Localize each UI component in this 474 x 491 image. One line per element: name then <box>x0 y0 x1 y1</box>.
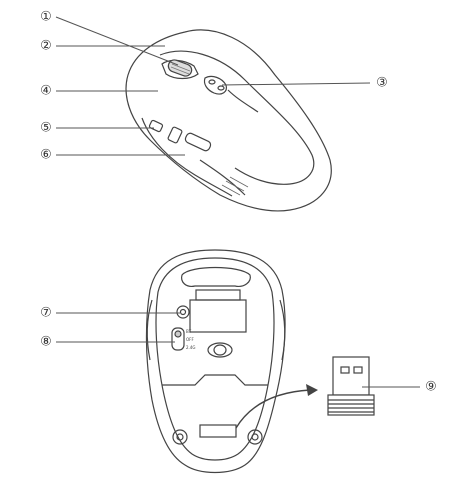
arrow-head <box>306 384 318 396</box>
bottom-inner-outline <box>155 257 275 461</box>
switch-label-24g: 2.4G <box>186 345 195 350</box>
leader-lines <box>55 16 420 388</box>
callout-4: ④ <box>40 84 52 99</box>
receiver-storage-slot <box>199 424 237 438</box>
side-button-back[interactable] <box>148 119 164 133</box>
mouse-body-outline <box>125 29 332 212</box>
switch-label-bt: BT <box>186 329 192 334</box>
callout-1: ① <box>40 10 52 25</box>
mouse-side-curve <box>199 159 246 196</box>
mouse-top-view <box>125 29 332 212</box>
callout-3: ③ <box>376 76 388 91</box>
switch-label-off: OFF <box>186 337 194 342</box>
callout-2: ② <box>40 39 52 54</box>
top-skate <box>181 266 251 287</box>
mouse-bottom-view <box>145 249 286 474</box>
callout-8: ⑧ <box>40 335 52 350</box>
callout-labels: ① ② ③ ④ ⑤ ⑥ ⑦ ⑧ ⑨ <box>40 10 437 395</box>
callout-9: ⑨ <box>425 380 437 395</box>
connect-button[interactable] <box>176 305 190 319</box>
receiver-arrow <box>235 389 311 429</box>
battery-compartment <box>189 299 247 333</box>
callout-6: ⑥ <box>40 148 52 163</box>
usb-receiver <box>327 356 375 416</box>
mouse-top-shell <box>159 50 315 185</box>
callout-7: ⑦ <box>40 306 52 321</box>
optical-sensor <box>207 342 233 358</box>
screw-right <box>247 429 263 445</box>
side-button-forward[interactable] <box>184 132 212 152</box>
mouse-left-grip <box>141 117 233 197</box>
callout-5: ⑤ <box>40 121 52 136</box>
screw-left <box>172 429 188 445</box>
bottom-outline <box>145 249 286 474</box>
